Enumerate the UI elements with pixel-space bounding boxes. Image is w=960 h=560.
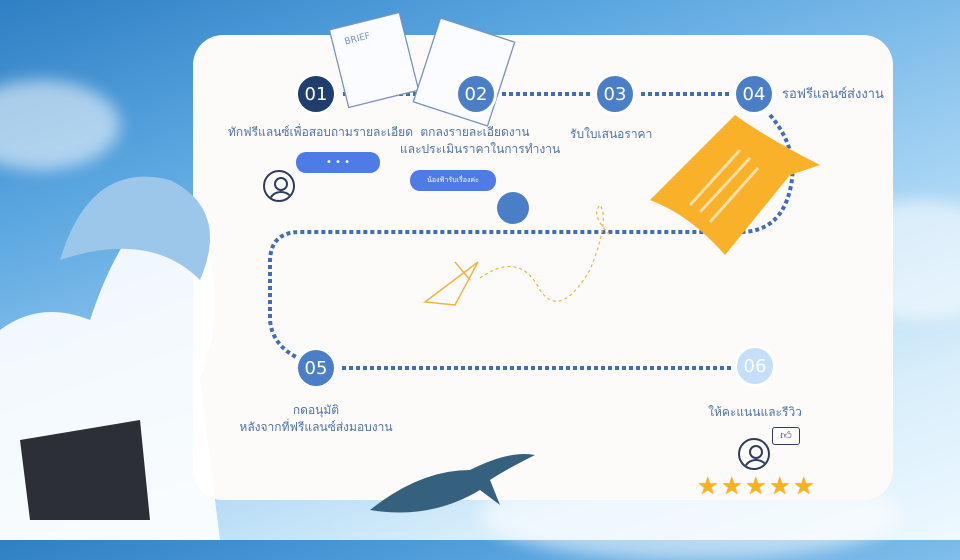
step-03-label: รับใบเสนอราคา: [570, 127, 653, 141]
client-chat-bubble: • • •: [296, 152, 380, 173]
star-icon: ★: [745, 472, 767, 500]
client-avatar-icon: [263, 170, 295, 202]
thumbs-up-icon: 👍︎: [772, 427, 800, 445]
reviewer-avatar-icon: [738, 438, 770, 470]
step-05-label-line1: กดอนุมัติ: [292, 403, 340, 417]
star-icon: ★: [793, 472, 815, 500]
step-01-badge: 01: [295, 73, 337, 115]
step-02-label-line2: และประเมินราคาในการทำงาน: [400, 142, 561, 156]
freelancer-avatar: [497, 192, 529, 224]
step-02-badge: 02: [455, 73, 497, 115]
step-05-badge: 05: [295, 347, 337, 389]
dolphin-illustration: [370, 454, 535, 513]
step-03-badge: 03: [594, 73, 636, 115]
connector-04-05: [268, 113, 795, 360]
star-icon: ★: [697, 472, 719, 500]
step-05-label-line2: หลังจากที่ฟรีแลนซ์ส่งมอบงาน: [239, 420, 393, 434]
star-icon: ★: [721, 472, 743, 500]
step-06-badge: 06: [734, 345, 776, 387]
step-04-badge: 04: [733, 73, 775, 115]
step-02-label-line1: ตกลงรายละเอียดงาน: [420, 125, 530, 139]
freelancer-chat-bubble: น้องฟ้ารับเรื่องค่ะ: [410, 170, 496, 191]
paper-plane-icon: [423, 261, 479, 306]
star-icon: ★: [769, 472, 791, 500]
step-06-label: ให้คะแนนและรีวิว: [708, 405, 802, 419]
step-01-label: ทักฟรีแลนซ์เพื่อสอบถามรายละเอียด: [228, 125, 413, 139]
document-icon: [650, 115, 820, 255]
step-04-label: รอฟรีแลนซ์ส่งงาน: [782, 87, 884, 102]
